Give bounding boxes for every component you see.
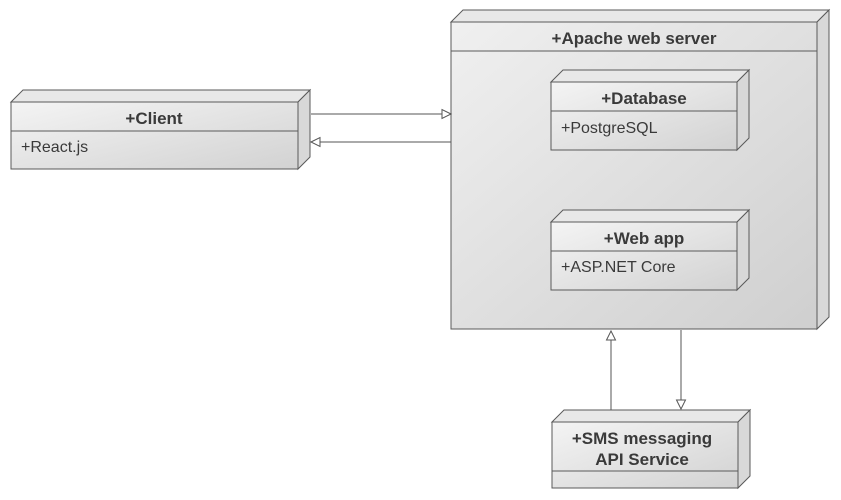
node-web-app[interactable]: +Web app +ASP.NET Core — [549, 208, 751, 292]
node-title: +SMS messaging — [572, 429, 712, 448]
node-title: API Service — [595, 450, 689, 469]
arrowhead-icon — [605, 329, 617, 341]
arrowhead-icon — [675, 399, 687, 411]
arrowhead-icon — [309, 136, 321, 148]
node-title: +Apache web server — [552, 29, 717, 48]
connector-sms-to-server[interactable] — [605, 329, 617, 410]
node-client[interactable]: +Client +React.js — [9, 88, 312, 171]
connector-client-to-server[interactable] — [311, 108, 453, 120]
node-property: +PostgreSQL — [561, 120, 658, 137]
node-property: +React.js — [21, 139, 88, 156]
node-property: +ASP.NET Core — [561, 259, 676, 276]
node-title: +Database — [601, 89, 687, 108]
connector-server-to-client[interactable] — [309, 136, 451, 148]
arrowhead-icon — [441, 108, 453, 120]
node-title: +Web app — [604, 229, 684, 248]
node-title: +Client — [125, 109, 182, 128]
connector-server-to-sms[interactable] — [675, 330, 687, 411]
node-database[interactable]: +Database +PostgreSQL — [549, 68, 751, 152]
node-sms-messaging[interactable]: +SMS messaging API Service — [550, 408, 752, 490]
